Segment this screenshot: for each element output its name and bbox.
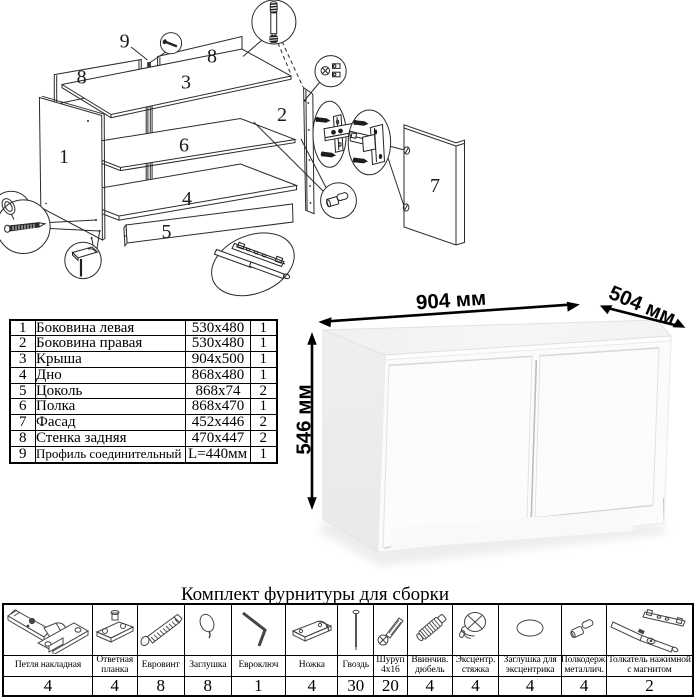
- svg-text:3: 3: [181, 72, 191, 94]
- svg-text:2: 2: [277, 104, 287, 126]
- svg-text:9: 9: [120, 31, 130, 53]
- svg-text:8: 8: [207, 46, 217, 68]
- svg-text:8: 8: [77, 67, 87, 89]
- svg-text:546 мм: 546 мм: [295, 384, 316, 454]
- svg-text:4: 4: [182, 188, 192, 210]
- svg-text:904 мм: 904 мм: [415, 287, 487, 315]
- svg-text:5: 5: [162, 221, 172, 243]
- svg-text:6: 6: [179, 135, 189, 157]
- svg-text:7: 7: [430, 175, 440, 197]
- svg-text:1: 1: [59, 146, 69, 168]
